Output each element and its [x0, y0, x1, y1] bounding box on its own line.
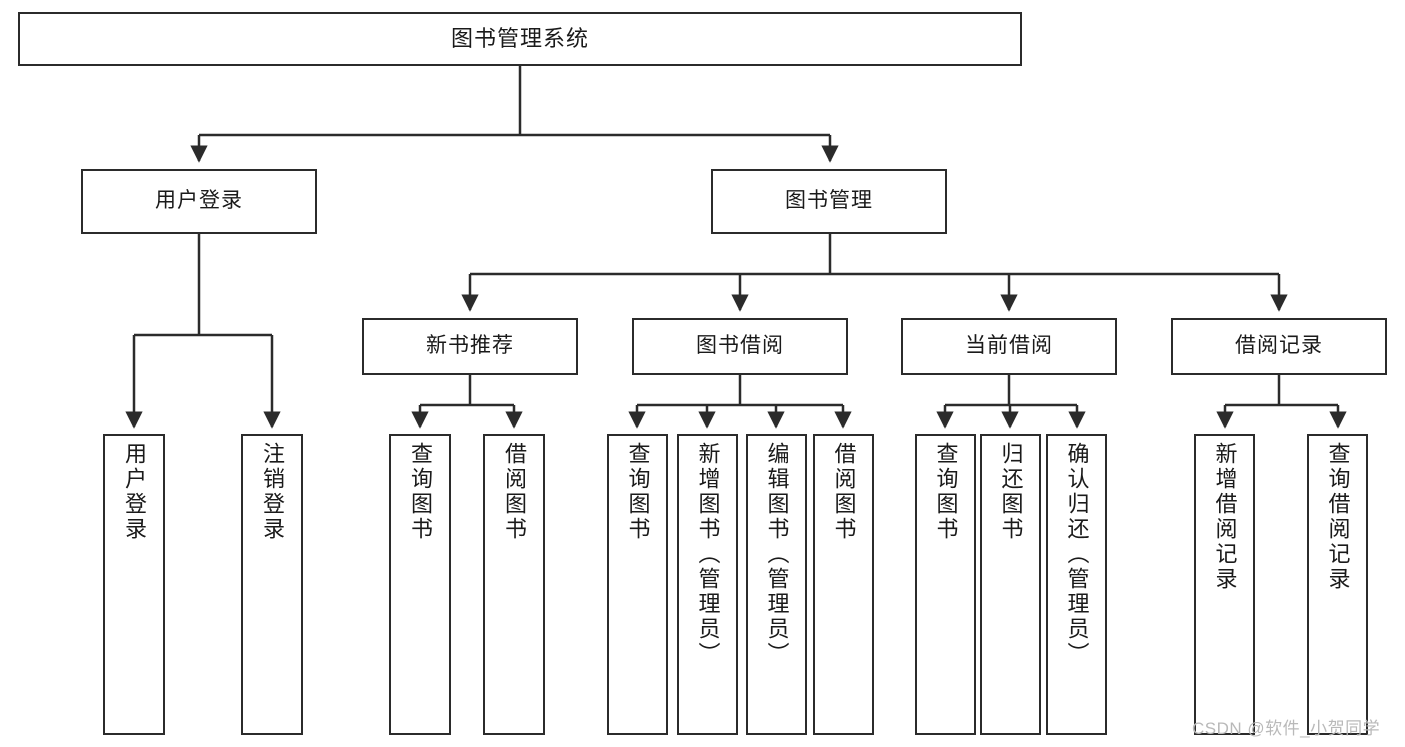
leaf-borrow-1-label: 查询图书 — [625, 442, 651, 542]
leaf-borrow-2-label: 新增图书（管理员） — [695, 442, 721, 667]
node-book-management-label: 图书管理 — [785, 189, 873, 213]
leaf-new-book-2[interactable]: 借阅图书 — [483, 434, 545, 735]
node-current-borrow-label: 当前借阅 — [965, 334, 1053, 358]
leaf-borrow-4[interactable]: 借阅图书 — [813, 434, 874, 735]
leaf-user-login-1[interactable]: 用户登录 — [103, 434, 165, 735]
leaf-record-2[interactable]: 查询借阅记录 — [1307, 434, 1368, 735]
node-user-login-label: 用户登录 — [155, 189, 243, 213]
node-book-management[interactable]: 图书管理 — [711, 169, 947, 234]
node-book-borrow[interactable]: 图书借阅 — [632, 318, 848, 375]
node-root-label: 图书管理系统 — [450, 26, 589, 52]
leaf-borrow-4-label: 借阅图书 — [831, 442, 857, 542]
leaf-record-1-label: 新增借阅记录 — [1212, 442, 1238, 592]
leaf-current-2-label: 归还图书 — [998, 442, 1024, 542]
leaf-user-login-2[interactable]: 注销登录 — [241, 434, 303, 735]
leaf-current-3-label: 确认归还（管理员） — [1064, 442, 1090, 667]
node-book-borrow-label: 图书借阅 — [696, 334, 784, 358]
leaf-current-1-label: 查询图书 — [933, 442, 959, 542]
leaf-current-3[interactable]: 确认归还（管理员） — [1046, 434, 1107, 735]
leaf-borrow-3[interactable]: 编辑图书（管理员） — [746, 434, 807, 735]
node-borrow-record[interactable]: 借阅记录 — [1171, 318, 1387, 375]
watermark-text: CSDN @软件_小贺同学 — [1192, 719, 1381, 738]
leaf-new-book-1[interactable]: 查询图书 — [389, 434, 451, 735]
node-borrow-record-label: 借阅记录 — [1235, 334, 1323, 358]
node-new-book-recommend[interactable]: 新书推荐 — [362, 318, 578, 375]
leaf-current-1[interactable]: 查询图书 — [915, 434, 976, 735]
leaf-new-book-2-label: 借阅图书 — [502, 442, 527, 542]
node-new-book-recommend-label: 新书推荐 — [426, 334, 514, 358]
node-root[interactable]: 图书管理系统 — [18, 12, 1022, 66]
leaf-borrow-1[interactable]: 查询图书 — [607, 434, 668, 735]
leaf-user-login-2-label: 注销登录 — [260, 442, 285, 542]
leaf-record-2-label: 查询借阅记录 — [1325, 442, 1351, 592]
leaf-user-login-1-label: 用户登录 — [122, 442, 147, 542]
leaf-new-book-1-label: 查询图书 — [408, 442, 433, 542]
node-user-login[interactable]: 用户登录 — [81, 169, 317, 234]
leaf-current-2[interactable]: 归还图书 — [980, 434, 1041, 735]
leaf-record-1[interactable]: 新增借阅记录 — [1194, 434, 1255, 735]
leaf-borrow-3-label: 编辑图书（管理员） — [764, 442, 790, 667]
leaf-borrow-2[interactable]: 新增图书（管理员） — [677, 434, 738, 735]
node-current-borrow[interactable]: 当前借阅 — [901, 318, 1117, 375]
